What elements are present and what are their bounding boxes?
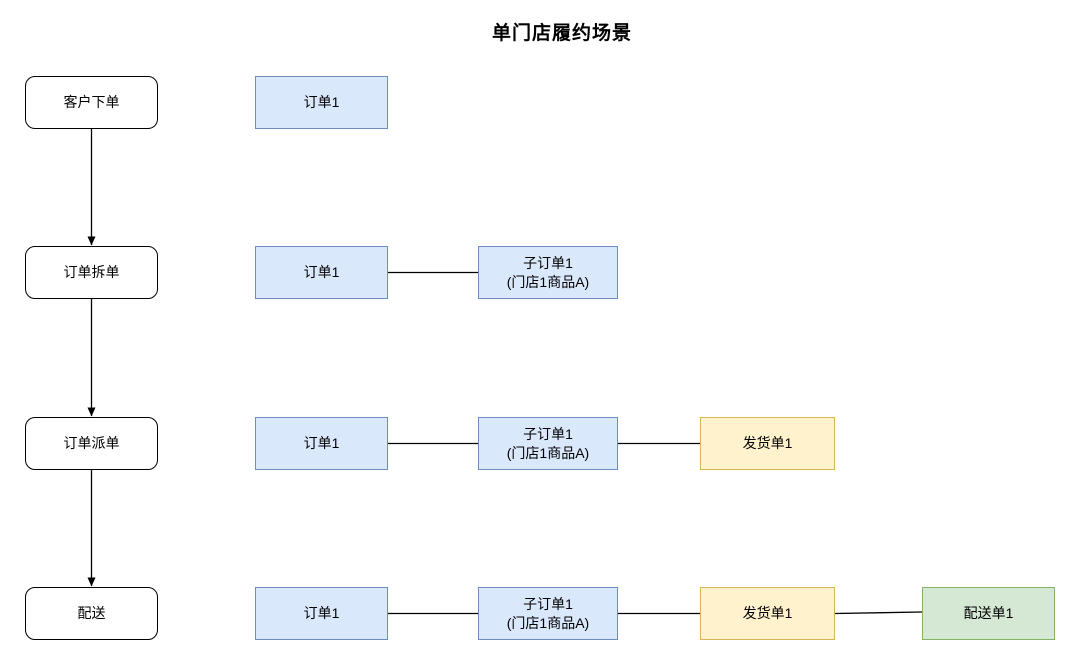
suborder-node-row3-line1: 子订单1 (523, 426, 573, 443)
shipment-node-row4-label: 发货单1 (742, 605, 793, 622)
suborder-node-row2: 子订单1 (门店1商品A) (478, 246, 618, 299)
order-node-row1: 订单1 (255, 76, 388, 129)
step-delivery-label: 配送 (77, 605, 106, 622)
connector-shipment-delivery-row4 (834, 611, 923, 615)
order-node-row4: 订单1 (255, 587, 388, 640)
order-node-row3-label: 订单1 (303, 435, 340, 452)
suborder-node-row2-line1: 子订单1 (523, 255, 573, 272)
suborder-node-row3-line2: (门店1商品A) (506, 444, 590, 461)
shipment-node-row4: 发货单1 (700, 587, 835, 640)
suborder-node-row4: 子订单1 (门店1商品A) (478, 587, 618, 640)
delivery-node-row4: 配送单1 (922, 587, 1055, 640)
step-order-dispatch: 订单派单 (25, 417, 158, 470)
delivery-node-row4-label: 配送单1 (963, 605, 1014, 622)
shipment-node-row3: 发货单1 (700, 417, 835, 470)
step-customer-order: 客户下单 (25, 76, 158, 129)
suborder-node-row2-line2: (门店1商品A) (506, 273, 590, 290)
diagram-title: 单门店履约场景 (491, 23, 632, 44)
step-order-split-label: 订单拆单 (63, 264, 120, 281)
suborder-node-row3: 子订单1 (门店1商品A) (478, 417, 618, 470)
step-order-dispatch-label: 订单派单 (63, 435, 120, 452)
step-delivery: 配送 (25, 587, 158, 640)
order-node-row1-label: 订单1 (303, 94, 340, 111)
order-node-row3: 订单1 (255, 417, 388, 470)
shipment-node-row3-label: 发货单1 (742, 435, 793, 452)
suborder-node-row4-line2: (门店1商品A) (506, 614, 590, 631)
suborder-node-row4-line1: 子订单1 (523, 596, 573, 613)
order-node-row2: 订单1 (255, 246, 388, 299)
order-node-row2-label: 订单1 (303, 264, 340, 281)
order-node-row4-label: 订单1 (303, 605, 340, 622)
step-order-split: 订单拆单 (25, 246, 158, 299)
step-customer-order-label: 客户下单 (63, 94, 120, 111)
